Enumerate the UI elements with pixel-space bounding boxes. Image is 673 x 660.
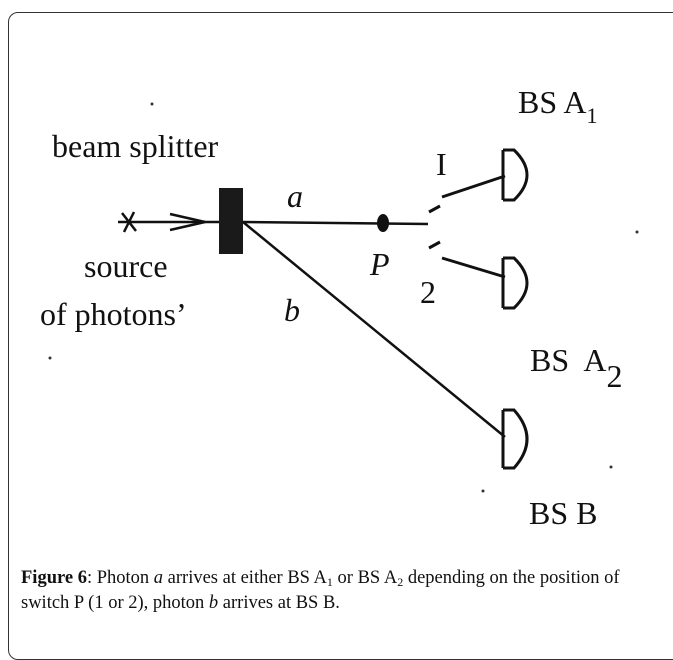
source-label-line1: source	[84, 248, 168, 284]
switch-position-1-label: I	[436, 146, 447, 182]
path-a-line	[242, 220, 429, 226]
source-label-line2: of photons’	[40, 296, 187, 332]
path-a-label: a	[287, 178, 303, 214]
photon-source-arrow	[118, 211, 222, 233]
figure-caption: Figure 6: Photon a arrives at either BS …	[21, 568, 620, 613]
detector-bs-a1	[501, 148, 529, 202]
beam-splitter-label: beam splitter	[52, 128, 219, 164]
bs-a1-label: BS A1	[518, 84, 598, 128]
bs-b-label: BS B	[529, 495, 598, 531]
figure-frame	[8, 12, 673, 660]
detector-bs-a2	[501, 256, 529, 310]
figure-number: Figure 6	[21, 568, 87, 588]
switch-contact-2	[428, 240, 441, 250]
line-to-bs-a1	[441, 174, 506, 199]
path-b-label: b	[284, 292, 300, 328]
switch-position-2-label: 2	[420, 274, 436, 310]
beam-splitter	[219, 188, 243, 254]
bs-a2-label: BS A2	[530, 342, 623, 394]
path-b-line	[242, 221, 506, 438]
switch-p-label: P	[370, 246, 390, 282]
switch-p-dot	[377, 214, 389, 232]
line-to-bs-a2	[441, 256, 506, 279]
detector-bs-b	[501, 408, 529, 470]
experiment-diagram	[48, 102, 639, 493]
switch-contact-1	[428, 204, 441, 214]
